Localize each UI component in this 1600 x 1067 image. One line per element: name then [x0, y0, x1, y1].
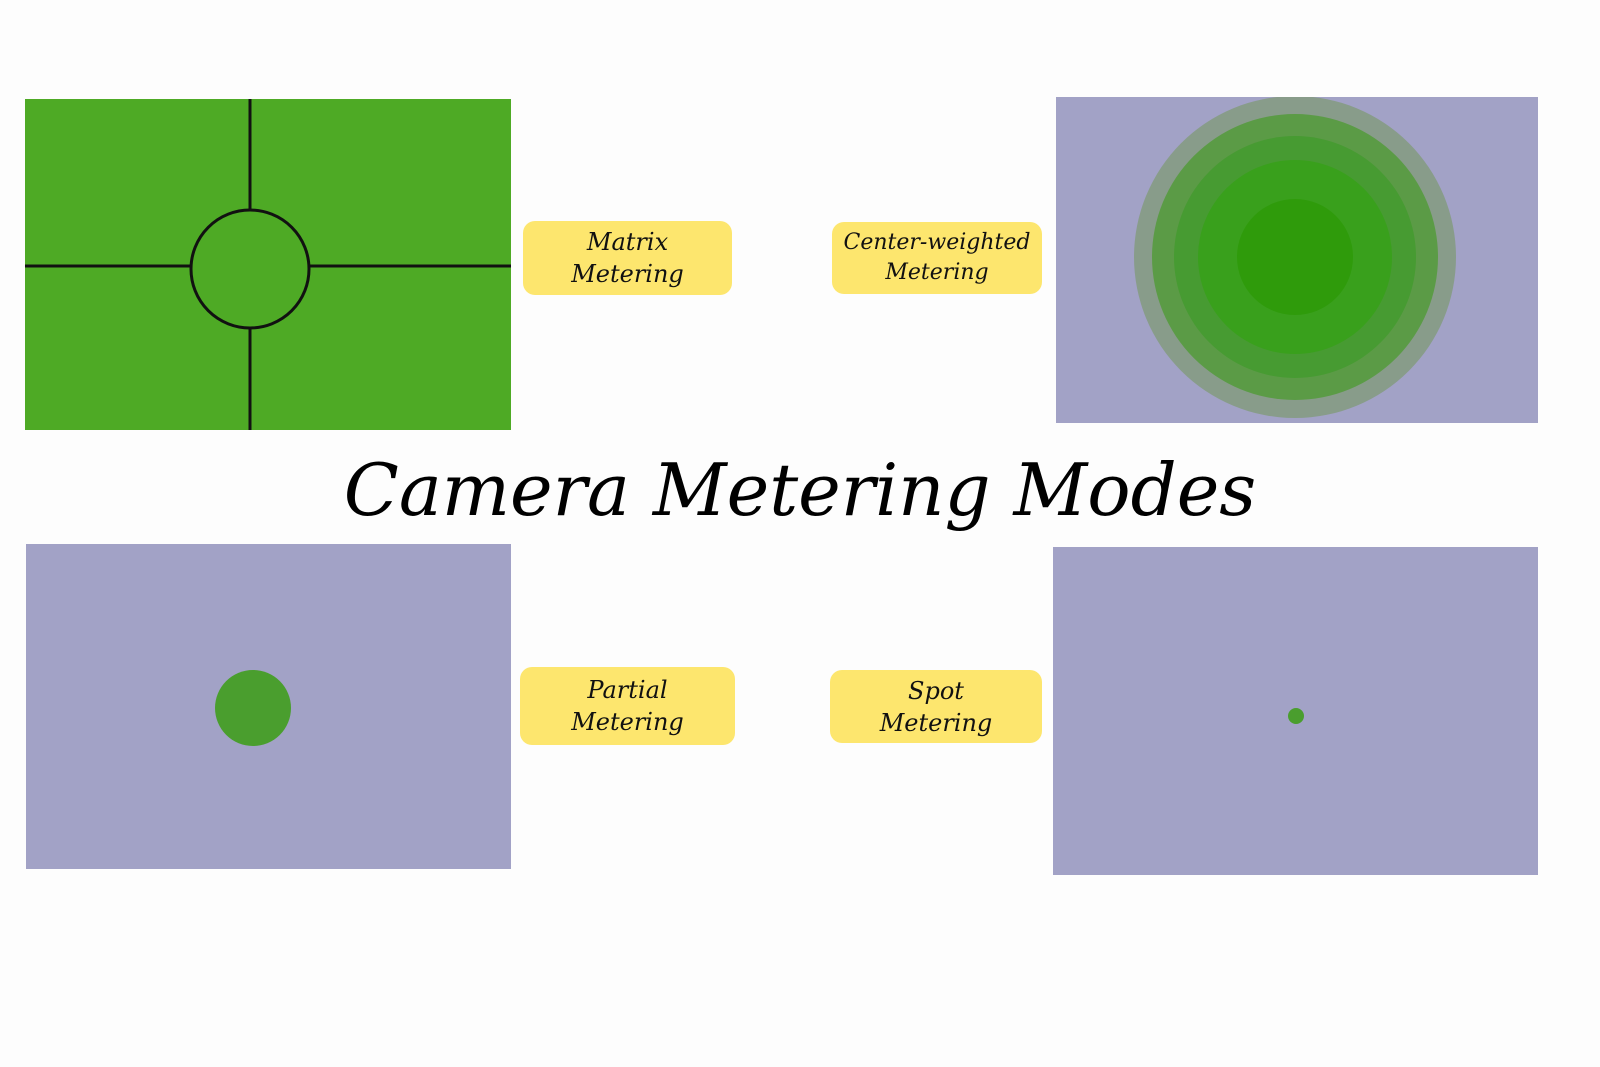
page-title: Camera Metering Modes	[343, 448, 1257, 532]
matrix-label-line1: Matrix	[586, 228, 669, 256]
partial-label-line2: Metering	[571, 708, 684, 736]
partial-metering-diagram	[26, 544, 511, 869]
partial-label-line1: Partial	[587, 676, 668, 704]
matrix-metering-diagram	[25, 99, 511, 430]
center-weighted-label-line1: Center-weighted	[843, 230, 1031, 255]
spot-metering-diagram	[1053, 547, 1538, 875]
partial-metering-area	[215, 670, 291, 746]
matrix-center-circle	[189, 208, 311, 330]
center-weighted-metering-label: Center-weighted Metering	[832, 222, 1042, 294]
spot-metering-point	[1288, 708, 1304, 724]
spot-metering-illustration	[1053, 547, 1538, 875]
center-weighted-metering-diagram	[1056, 97, 1538, 423]
center-weighted-ring-core	[1237, 199, 1353, 315]
center-weighted-metering-illustration	[1056, 97, 1538, 423]
matrix-label-line2: Metering	[571, 260, 684, 288]
spot-label-line1: Spot	[908, 676, 964, 705]
matrix-metering-illustration	[25, 99, 511, 430]
partial-metering-label: Partial Metering	[520, 667, 735, 745]
partial-metering-illustration	[26, 544, 511, 869]
matrix-metering-label: Matrix Metering	[523, 221, 732, 295]
center-weighted-label-line2: Metering	[885, 260, 989, 285]
spot-label-line2: Metering	[879, 708, 993, 737]
spot-metering-label: Spot Metering	[830, 670, 1042, 743]
